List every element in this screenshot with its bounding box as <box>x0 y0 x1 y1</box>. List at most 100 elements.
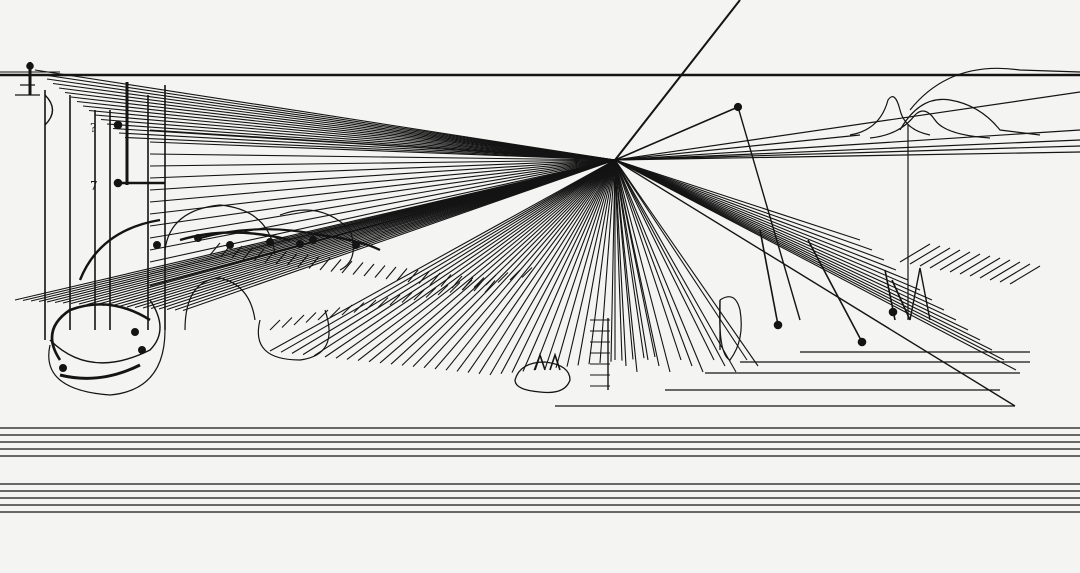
fan-tick <box>969 257 1001 277</box>
tooth-line <box>308 256 320 269</box>
ray-line <box>544 159 616 370</box>
ray-line <box>70 96 616 161</box>
fan-tick <box>939 251 971 271</box>
ray-line <box>614 159 737 373</box>
fan-line <box>614 159 921 291</box>
tooth-line <box>353 302 365 313</box>
tooth-line <box>385 266 397 280</box>
ray-line <box>291 159 616 354</box>
fan-line <box>614 159 1017 371</box>
ray-line <box>401 159 616 366</box>
right-note-heads <box>759 229 931 347</box>
fan-line <box>614 159 885 261</box>
ray-line <box>434 159 616 370</box>
fan-line <box>614 159 957 321</box>
tooth-line <box>401 292 413 303</box>
fan-tick <box>919 247 951 267</box>
ray-line <box>614 159 693 367</box>
tooth-line <box>329 307 341 318</box>
bell-curves <box>849 67 1080 320</box>
ray-line <box>302 159 616 356</box>
fan-line <box>614 159 897 271</box>
fan-tick <box>999 263 1031 283</box>
ray-line <box>269 159 616 352</box>
ray-line <box>313 159 616 357</box>
ray-line <box>357 159 616 362</box>
tooth-line <box>341 304 353 316</box>
tooth-line <box>305 312 317 323</box>
ray-line <box>46 78 616 161</box>
ray-line <box>478 159 616 375</box>
tooth-line <box>209 242 221 256</box>
ray-line <box>610 159 616 362</box>
tooth-line <box>473 278 485 292</box>
tooth-line <box>473 277 485 288</box>
ray-line <box>149 159 616 191</box>
ray-line <box>335 159 616 359</box>
tooth-line <box>377 297 389 308</box>
ray-line <box>149 159 616 239</box>
tooth-line <box>413 289 425 301</box>
ray-line <box>614 159 623 361</box>
ray-line <box>149 159 616 263</box>
svg-text:7: 7 <box>90 179 98 193</box>
fan-tick <box>929 249 961 269</box>
ray-line <box>614 159 759 367</box>
tooth-line <box>437 284 449 296</box>
ray-line <box>58 87 616 161</box>
fan-tick <box>959 255 991 275</box>
tooth-line <box>365 299 377 311</box>
ray-line <box>599 159 616 364</box>
tooth-line <box>363 263 375 277</box>
tooth-line <box>264 250 276 263</box>
tooth-line <box>297 254 309 268</box>
tooth-line <box>461 279 473 291</box>
ray-line <box>614 159 649 361</box>
ray-line <box>76 100 616 161</box>
radiating-lines <box>14 69 759 376</box>
ray-line <box>40 73 616 161</box>
ray-line <box>522 159 616 372</box>
tooth-line <box>497 272 509 283</box>
ray-line <box>149 159 616 179</box>
tooth-line <box>509 269 521 281</box>
ray-line <box>614 159 645 359</box>
tooth-line <box>374 265 386 278</box>
fan-tick <box>979 259 1011 279</box>
ray-line <box>566 159 616 367</box>
ray-line <box>445 159 616 371</box>
ray-line <box>346 159 616 360</box>
tooth-line <box>231 245 243 259</box>
tooth-line <box>293 314 305 326</box>
tooth-line <box>330 259 342 272</box>
ray-line <box>555 159 616 368</box>
bottom-horizontal-lines <box>555 351 1030 407</box>
center-ladder <box>209 242 610 390</box>
lower-staves <box>0 427 1080 513</box>
tooth-line <box>281 317 293 328</box>
ray-line <box>82 105 616 161</box>
tooth-line <box>425 287 437 298</box>
tooth-line <box>396 268 408 281</box>
ray-line <box>614 159 638 373</box>
ray-line <box>118 132 616 161</box>
ray-line <box>34 69 616 161</box>
ray-line <box>511 159 616 373</box>
ray-line <box>577 159 616 366</box>
ray-line <box>124 136 616 161</box>
fan-line <box>614 159 969 331</box>
ray-line <box>149 129 616 161</box>
tooth-line <box>429 272 441 286</box>
tooth-line <box>484 280 496 293</box>
ray-line <box>614 159 704 373</box>
fan-tick <box>899 243 931 263</box>
tooth-line <box>521 267 533 278</box>
fan-line <box>614 159 873 251</box>
right-bundle-lines <box>614 0 1080 321</box>
fan-line <box>614 159 933 301</box>
svg-text:?: ? <box>90 121 96 135</box>
ray-line <box>64 91 616 161</box>
tooth-line <box>242 247 254 260</box>
tooth-line <box>485 274 497 286</box>
